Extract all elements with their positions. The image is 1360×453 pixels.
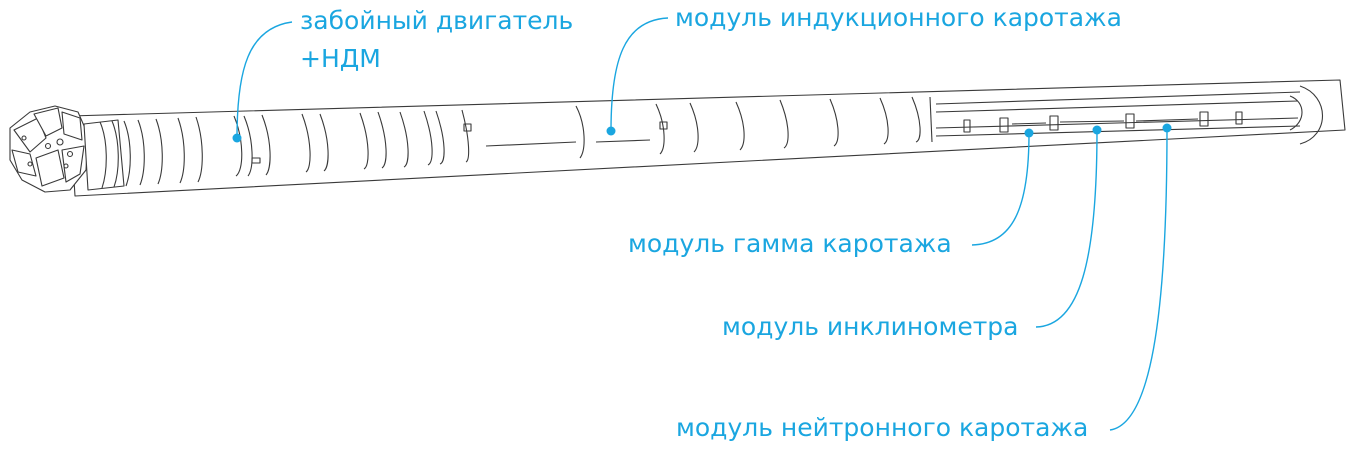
label-inclinometer: модуль инклинометра (722, 312, 1019, 341)
label-motor-line1: забойный двигатель (300, 6, 574, 35)
leader-induction (610, 17, 669, 132)
dot-motor (232, 133, 242, 143)
dot-gamma (1024, 128, 1034, 138)
drill-bit (9, 105, 89, 193)
upper-section (689, 96, 933, 153)
induction-section (485, 103, 668, 159)
label-neutron: модуль нейтронного каротажа (676, 413, 1089, 442)
motor-section (123, 109, 472, 187)
label-induction: модуль индукционного каротажа (675, 3, 1122, 32)
sensor-bay (935, 85, 1323, 145)
leader-motor (236, 21, 293, 139)
leader-neutron (1109, 127, 1168, 431)
callout-dots (232, 123, 1172, 143)
leader-gamma (971, 132, 1030, 246)
drill-string (9, 79, 1346, 197)
dot-neutron (1162, 123, 1172, 133)
bit-sub (83, 119, 125, 191)
label-gamma: модуль гамма каротажа (628, 229, 952, 258)
label-motor-line2: +НДМ (300, 44, 381, 73)
leader-inclinometer (1035, 129, 1098, 328)
callout-leaders (236, 17, 1168, 431)
dot-induction (606, 126, 616, 136)
dot-inclinometer (1092, 125, 1102, 135)
tool-body-outline (69, 79, 1346, 197)
